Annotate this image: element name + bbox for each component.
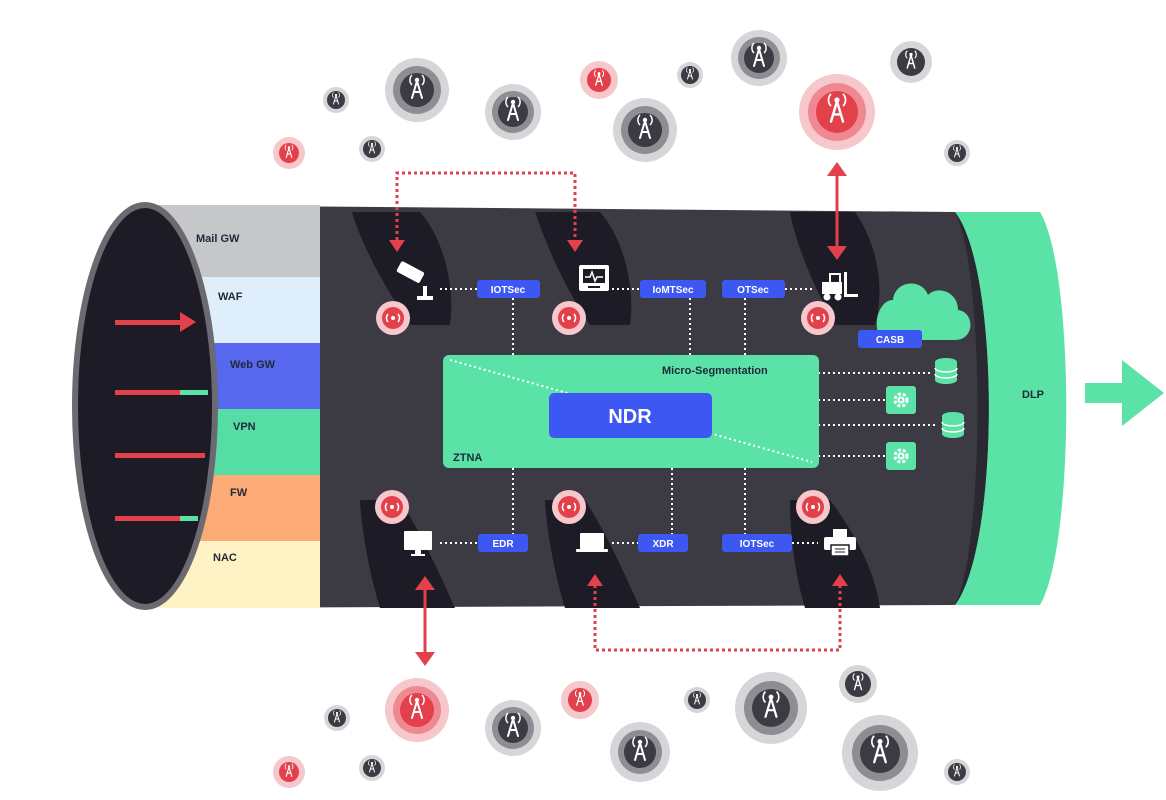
signal-icon [385,58,449,122]
signal-icon [485,700,541,756]
exit-arrow [1085,360,1164,426]
signal-icon [580,61,618,99]
layer-label-web-gw: Web GW [230,359,276,371]
security-camera-icon [396,261,433,300]
signal-icon [842,715,918,791]
svg-text:IOTSec: IOTSec [740,539,775,550]
signal-icon [561,681,599,719]
alert-icon [795,489,831,525]
signal-icon [485,84,541,140]
external-links [389,162,848,666]
alert-icon [551,300,587,336]
tube-opening [72,202,218,610]
dlp-label: DLP [1022,389,1044,401]
medical-monitor-icon [579,265,609,291]
signal-icon [684,687,710,713]
signal-icon [839,665,877,703]
gear-icon [886,442,916,470]
tag-iotsec-bottom: IOTSec [722,534,792,552]
desktop-icon [404,531,432,556]
layer-label-vpn: VPN [233,421,256,433]
gear-icon [886,386,916,414]
database-icon [934,357,958,385]
tag-iotsec-top: IOTSec [477,280,540,298]
svg-text:IoMTSec: IoMTSec [652,285,694,296]
database-icon [941,411,965,439]
ndr-title: NDR [608,406,652,428]
layer-label-nac: NAC [213,552,237,564]
tag-otsec: OTSec [722,280,785,298]
signal-icon [273,137,305,169]
layer-label-fw: FW [230,487,248,499]
tag-xdr: XDR [638,534,688,552]
signal-icon [613,98,677,162]
signal-icon [735,672,807,744]
tag-casb: CASB [858,330,922,348]
tag-iomtsec: IoMTSec [640,280,706,298]
signal-icon [731,30,787,86]
segmentation-label: Micro-Segmentation [662,365,768,377]
solution-tags: IOTSec IoMTSec OTSec EDR XDR IOTSec [477,280,792,552]
forklift-icon [822,272,858,301]
device-pockets-bottom [360,500,880,608]
internal-connectors [440,288,935,544]
svg-text:OTSec: OTSec [737,285,769,296]
printer-icon [824,529,856,557]
svg-text:CASB: CASB [876,335,904,346]
signal-icon [273,756,305,788]
signal-icon [359,136,385,162]
tag-edr: EDR [478,534,528,552]
svg-text:EDR: EDR [492,539,514,550]
signal-icon [677,62,703,88]
signal-icon [944,140,970,166]
signal-icon [890,41,932,83]
core-segmentation-box: Micro-Segmentation ZTNA NDR [443,355,819,468]
inbound-traffic-arrows [115,312,208,521]
external-devices-bottom [273,665,970,791]
signal-icon [799,74,875,150]
layer-label-waf: WAF [218,291,243,303]
signal-icon [323,87,349,113]
signal-icon [385,678,449,742]
laptop-icon [576,533,608,552]
layer-label-mail-gw: Mail GW [196,233,240,245]
signal-icon [324,705,350,731]
svg-text:XDR: XDR [652,539,674,550]
signal-icon [944,759,970,785]
alert-icon [375,300,411,336]
signal-icon [610,722,670,782]
alert-icon [800,300,836,336]
external-devices-top [273,30,970,169]
alert-icon [374,489,410,525]
svg-text:IOTSec: IOTSec [491,285,526,296]
cloud-icon [876,283,971,340]
ztna-label: ZTNA [453,452,482,464]
ndr-box [549,393,712,438]
signal-icon [359,755,385,781]
alert-icon [551,489,587,525]
